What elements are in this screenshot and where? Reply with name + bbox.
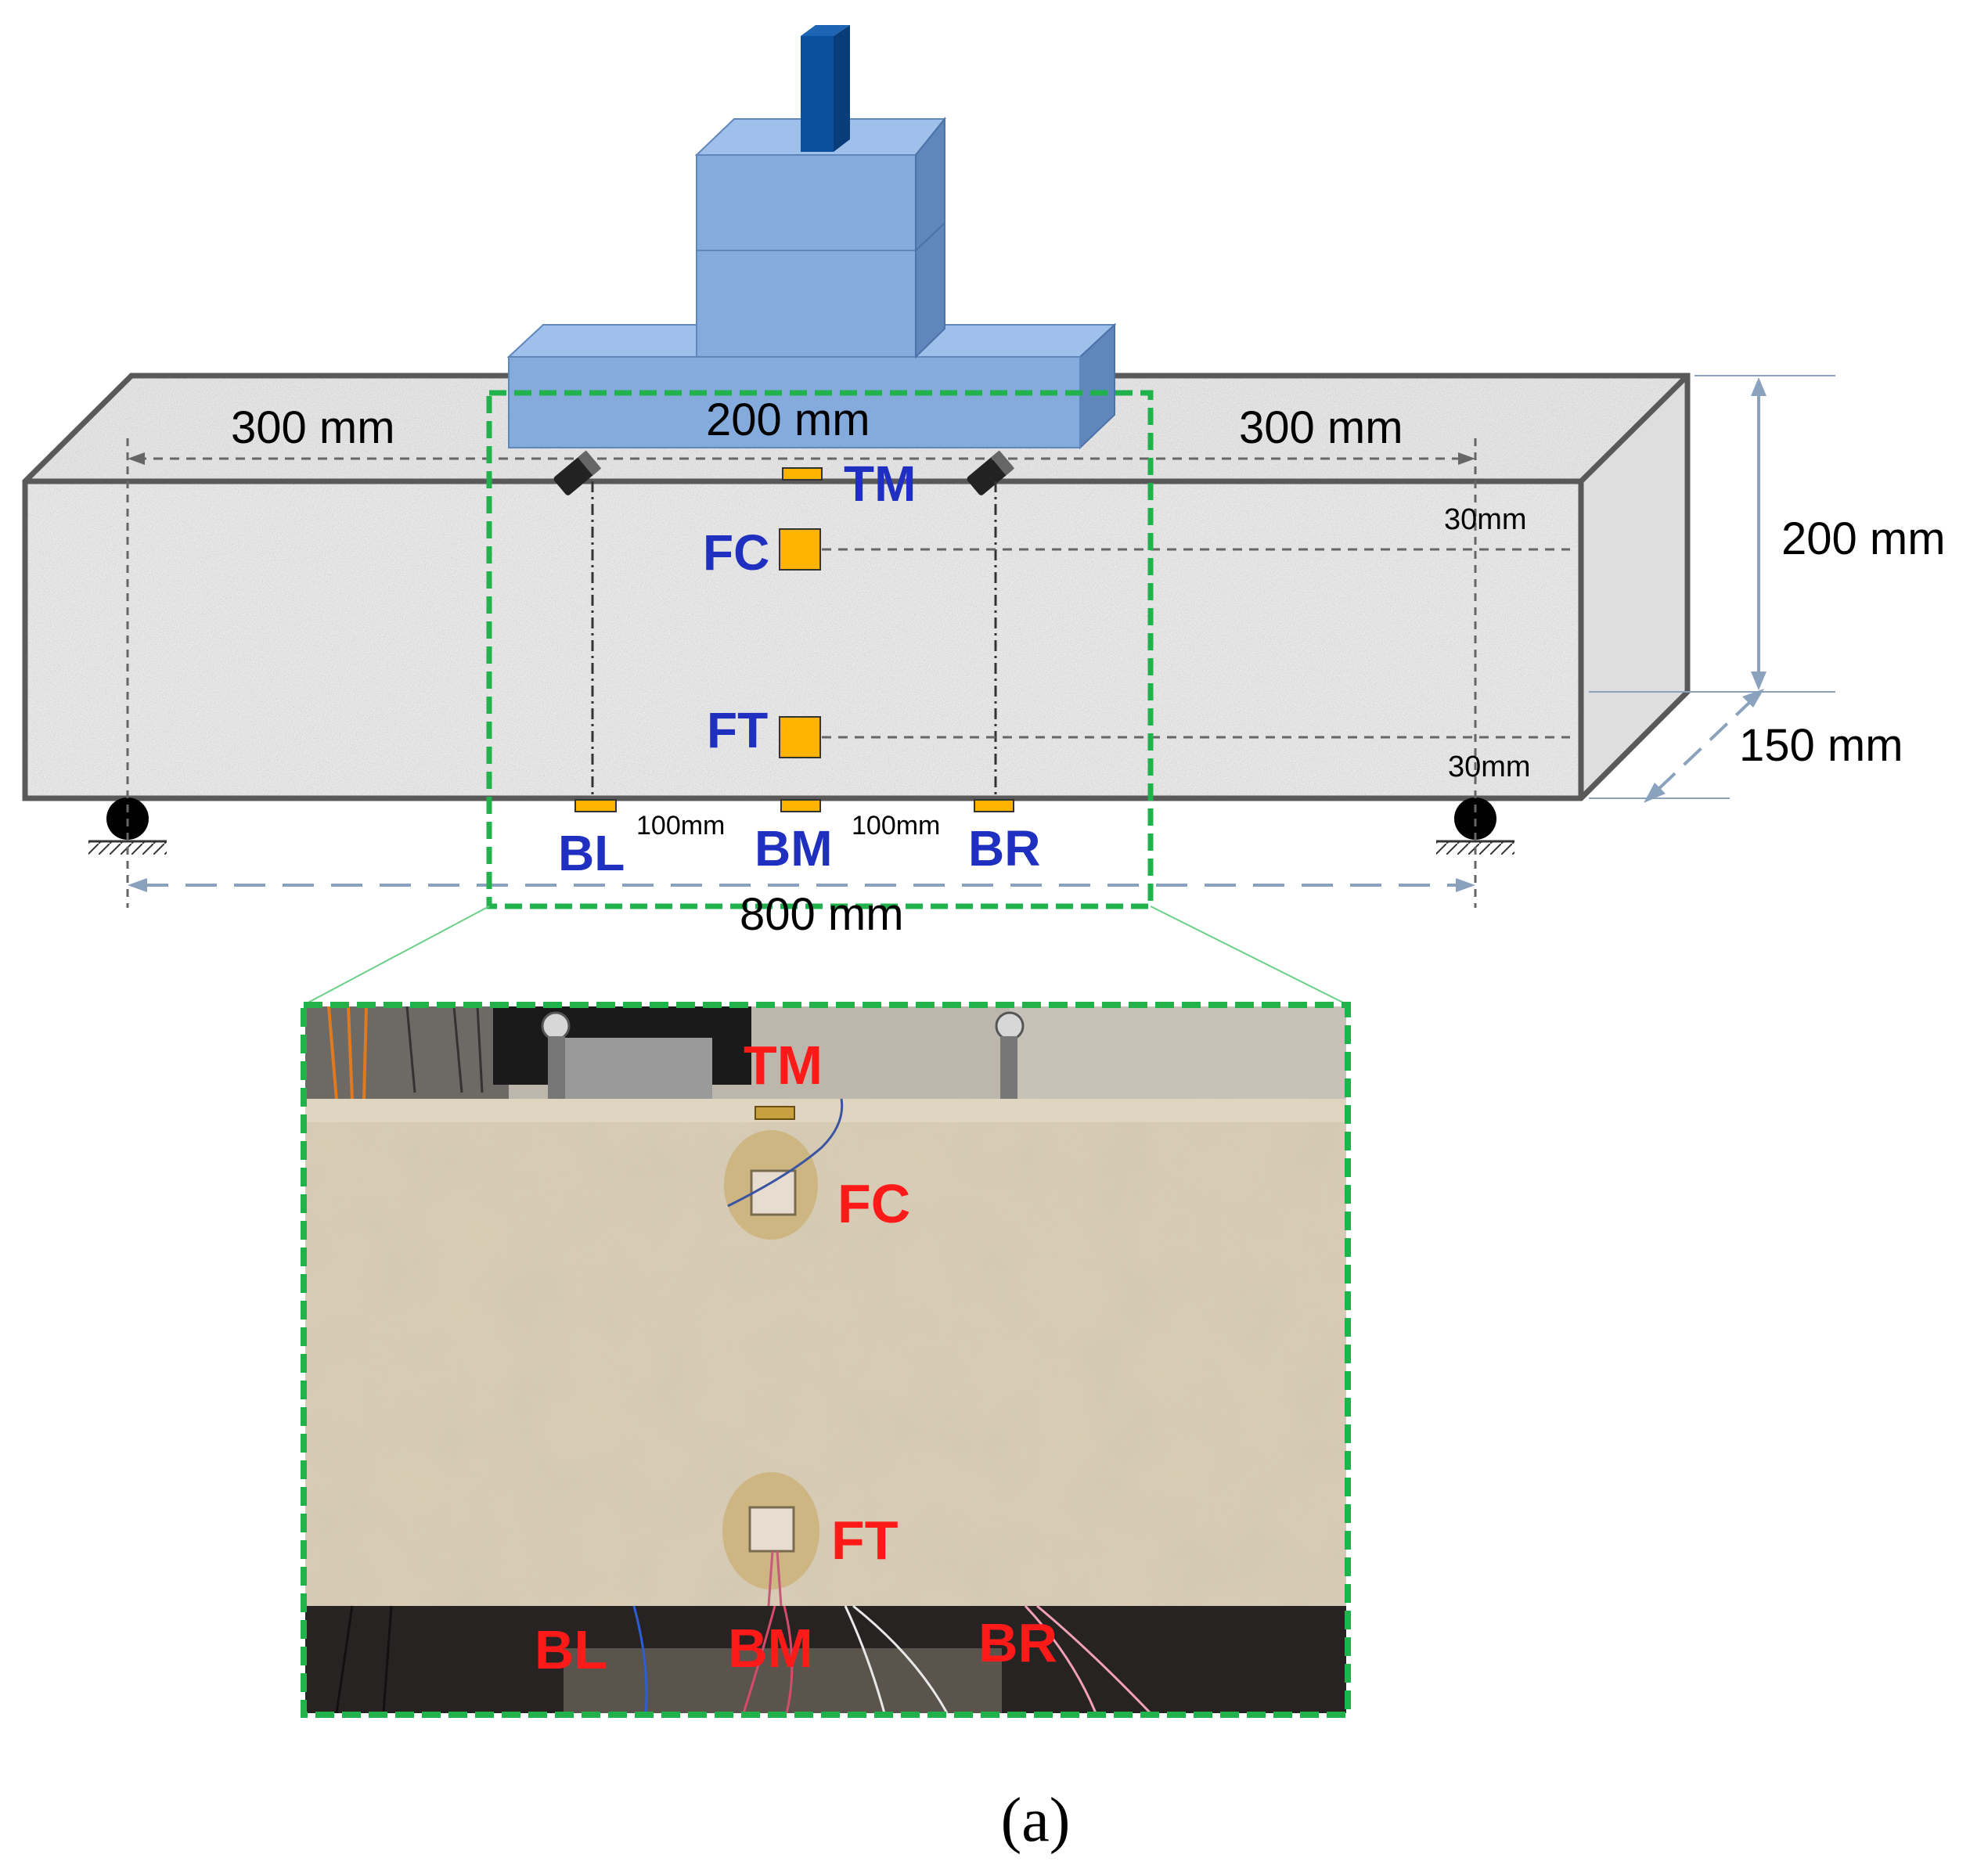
label-bm-diagram: BM: [755, 820, 833, 877]
sensor-fc-marker: [779, 528, 821, 571]
label-bl-photo: BL: [535, 1619, 607, 1680]
figure-caption: (a): [1001, 1786, 1071, 1855]
dim-depth: 150 mm: [1739, 720, 1903, 771]
dim-top-offset: 30mm: [1444, 503, 1527, 536]
dim-spacing-left: 100mm: [636, 811, 725, 841]
dim-left-span: 300 mm: [231, 402, 395, 453]
dim-height: 200 mm: [1781, 513, 1946, 564]
label-tm-diagram: TM: [844, 455, 916, 512]
label-ft-diagram: FT: [707, 702, 768, 758]
loading-roller-right: [967, 450, 1015, 495]
dimension-lines: [126, 375, 1835, 908]
zoom-region: [303, 390, 1349, 1006]
sensor-ft-marker: [779, 716, 821, 758]
dim-center-span: 200 mm: [706, 394, 870, 445]
dimension-labels: 300 mm 200 mm 300 mm 200 mm 150 mm 800 m…: [231, 394, 1946, 940]
zoom-frame-diagram: [486, 390, 1154, 909]
label-br-diagram: BR: [968, 820, 1040, 877]
sensor-bm-marker: [780, 799, 821, 812]
photo-sensor-fc: [750, 1169, 797, 1216]
dim-bottom-offset: 30mm: [1448, 751, 1531, 783]
sensor-bl-marker: [574, 799, 617, 812]
zoom-frame-photo: [301, 1002, 1351, 1718]
label-bl-diagram: BL: [558, 825, 625, 881]
label-fc-photo: FC: [837, 1173, 910, 1234]
loading-frame: [506, 25, 1117, 495]
dim-spacing-right: 100mm: [852, 811, 940, 841]
label-tm-photo: TM: [744, 1035, 823, 1096]
sensor-tm-marker: [782, 467, 823, 481]
label-bm-photo: BM: [728, 1618, 813, 1679]
dim-total-span: 800 mm: [740, 889, 904, 940]
loading-roller-left: [553, 450, 602, 495]
label-ft-photo: FT: [831, 1510, 899, 1571]
sensor-br-marker: [974, 799, 1014, 812]
label-fc-diagram: FC: [703, 524, 769, 581]
diagram-sensor-labels: TM FC FT BL BM BR: [558, 455, 1040, 881]
photo-sensor-labels: TM FC FT BL BM BR: [535, 1035, 1057, 1680]
specimen-photo: [301, 1002, 1351, 1718]
label-br-photo: BR: [978, 1612, 1057, 1673]
diagram-sensor-markers: [574, 467, 1014, 812]
dim-right-span: 300 mm: [1239, 402, 1403, 453]
ram: [801, 36, 834, 152]
photo-sensor-ft: [748, 1506, 795, 1553]
